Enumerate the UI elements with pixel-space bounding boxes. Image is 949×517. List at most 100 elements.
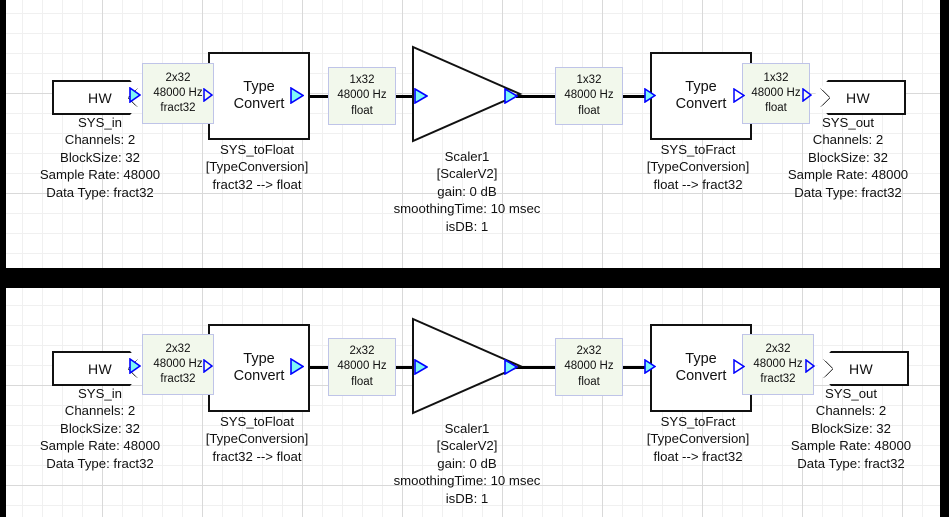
toFloat-input-port[interactable] — [203, 88, 213, 102]
module-scaler1-caption-b-line-4: isDB: 1 — [445, 490, 489, 506]
signal-label-3[interactable]: 1x32 48000 Hz float — [555, 67, 623, 125]
signal-label-2-line-2: float — [351, 104, 373, 117]
signal-label-2-b-line-1: 48000 Hz — [337, 360, 387, 373]
signal-label-1[interactable]: 2x32 48000 Hz fract32 — [142, 63, 214, 124]
module-sys-tofract-caption-b-line-1: [TypeConversion] — [646, 431, 750, 447]
sys-out-caption-line-2: BlockSize: 32 — [808, 149, 888, 165]
signal-label-2-b-line-2: float — [351, 375, 373, 388]
module-sys-tofloat-title-1: Convert — [233, 96, 285, 112]
diagram-canvas-bottom[interactable]: HW SYS_in Channels: 2 BlockSize: 32 Samp… — [6, 288, 940, 517]
signal-label-4-b-line-0: 2x32 — [765, 342, 791, 355]
sys-out-caption-b-line-1: Channels: 2 — [815, 403, 887, 419]
diagram-canvas-top[interactable]: HW SYS_in Channels: 2 BlockSize: 32 Samp… — [6, 0, 940, 268]
toFract-input-port-b[interactable] — [644, 359, 656, 374]
toFract-output-port-b[interactable] — [733, 359, 745, 374]
signal-label-4[interactable]: 1x32 48000 Hz float — [742, 63, 810, 124]
signal-label-2[interactable]: 1x32 48000 Hz float — [328, 67, 396, 125]
sys-out-caption-line-4: Data Type: fract32 — [794, 184, 902, 200]
sys-in-caption-b-line-1: Channels: 2 — [64, 403, 136, 419]
toFloat-output-port[interactable] — [290, 87, 304, 104]
sys-in-caption-line-2: BlockSize: 32 — [60, 149, 140, 165]
sys-in-caption-b-line-2: BlockSize: 32 — [60, 420, 140, 436]
toFract-input-port[interactable] — [644, 88, 656, 103]
signal-label-3-line-1: 48000 Hz — [564, 89, 614, 102]
module-sys-tofloat-title-0: Type — [243, 78, 275, 95]
sys-in-caption-line-4: Data Type: fract32 — [46, 184, 154, 200]
sys-in-caption-line-1: Channels: 2 — [64, 132, 136, 148]
signal-label-4-line-2: float — [765, 102, 787, 115]
signal-label-2-line-0: 1x32 — [349, 74, 375, 87]
sys-out-input-port-b[interactable] — [805, 359, 815, 373]
module-sys-tofloat-caption-line-2: fract32 --> float — [212, 176, 302, 192]
scaler1-input-port-b[interactable] — [414, 359, 428, 375]
sys-in-caption-line-0: SYS_in — [78, 115, 122, 130]
sys-in-caption-b-line-0: SYS_in — [78, 386, 122, 401]
sys-out-block-label: HW — [846, 89, 870, 106]
toFloat-input-port-b[interactable] — [203, 359, 213, 373]
module-sys-tofract-b[interactable]: Type Convert — [650, 324, 752, 412]
signal-label-1-line-2: fract32 — [160, 102, 196, 115]
signal-label-4-line-0: 1x32 — [763, 71, 789, 84]
module-sys-tofract-title-0: Type — [685, 78, 717, 95]
signal-label-3-line-2: float — [578, 104, 600, 117]
module-scaler1-caption-b: Scaler1 [ScalerV2] gain: 0 dB smoothingT… — [356, 420, 578, 507]
signal-label-1-b[interactable]: 2x32 48000 Hz fract32 — [142, 334, 214, 395]
sys-out-caption-b: SYS_out Channels: 2 BlockSize: 32 Sample… — [757, 385, 940, 472]
module-sys-tofract-caption-b-line-2: float --> fract32 — [653, 448, 743, 464]
module-scaler1-caption: Scaler1 [ScalerV2] gain: 0 dB smoothingT… — [356, 148, 578, 235]
signal-label-2-b[interactable]: 2x32 48000 Hz float — [328, 338, 396, 396]
signal-label-4-b-line-1: 48000 Hz — [753, 357, 803, 370]
module-sys-tofract-caption-b: SYS_toFract [TypeConversion] float --> f… — [618, 413, 778, 465]
module-scaler1-caption-line-4: isDB: 1 — [445, 218, 489, 234]
module-scaler1-caption-line-0: Scaler1 — [444, 149, 490, 164]
signal-label-2-line-1: 48000 Hz — [337, 89, 387, 102]
sys-in-block-label-b: HW — [88, 360, 112, 377]
signal-label-4-line-1: 48000 Hz — [751, 86, 801, 99]
sys-out-caption-b-line-3: Sample Rate: 48000 — [790, 438, 912, 454]
sys-out-block-label-b: HW — [849, 360, 873, 377]
signal-label-3-b[interactable]: 2x32 48000 Hz float — [555, 338, 623, 396]
module-scaler1-caption-line-3: smoothingTime: 10 msec — [393, 201, 541, 217]
sys-in-caption: SYS_in Channels: 2 BlockSize: 32 Sample … — [6, 114, 194, 201]
sys-in-output-port[interactable] — [129, 87, 141, 103]
sys-in-caption-line-3: Sample Rate: 48000 — [39, 167, 161, 183]
sys-in-block-label: HW — [88, 89, 112, 106]
sys-out-input-port[interactable] — [802, 88, 812, 102]
module-sys-tofloat-caption-b-line-0: SYS_toFloat — [219, 414, 295, 429]
signal-label-1-line-1: 48000 Hz — [153, 86, 203, 99]
sys-in-caption-b-line-4: Data Type: fract32 — [46, 455, 154, 471]
module-scaler1-caption-line-2: gain: 0 dB — [437, 183, 497, 199]
module-scaler1-caption-b-line-1: [ScalerV2] — [436, 438, 498, 454]
module-scaler1-b[interactable] — [410, 316, 524, 416]
signal-label-1-b-line-0: 2x32 — [165, 342, 191, 355]
sys-in-output-port-b[interactable] — [129, 358, 141, 374]
module-sys-tofract-b-title-1: Convert — [675, 368, 727, 384]
sys-out-caption-b-line-0: SYS_out — [824, 386, 878, 401]
signal-label-4-b[interactable]: 2x32 48000 Hz fract32 — [742, 334, 814, 395]
sys-out-block-b[interactable]: HW — [815, 351, 909, 386]
sys-out-block[interactable]: HW — [812, 80, 906, 115]
module-sys-tofract-caption-b-line-0: SYS_toFract — [660, 414, 736, 429]
toFract-output-port[interactable] — [733, 88, 745, 103]
scaler1-output-port-b[interactable] — [504, 359, 518, 375]
module-scaler1-caption-b-line-2: gain: 0 dB — [437, 455, 497, 471]
sys-in-caption-b-line-3: Sample Rate: 48000 — [39, 438, 161, 454]
module-scaler1-caption-b-line-3: smoothingTime: 10 msec — [393, 473, 541, 489]
signal-label-4-b-line-2: fract32 — [760, 373, 796, 386]
module-scaler1-caption-line-1: [ScalerV2] — [436, 166, 498, 182]
sys-in-caption-b: SYS_in Channels: 2 BlockSize: 32 Sample … — [6, 385, 194, 472]
scaler1-output-port[interactable] — [504, 88, 518, 104]
module-sys-tofract-title-1: Convert — [675, 96, 727, 112]
sys-out-caption-line-1: Channels: 2 — [812, 132, 884, 148]
module-sys-tofloat-caption-b: SYS_toFloat [TypeConversion] fract32 -->… — [177, 413, 337, 465]
module-sys-tofract[interactable]: Type Convert — [650, 52, 752, 140]
signal-label-2-b-line-0: 2x32 — [349, 345, 375, 358]
sys-out-caption-b-line-2: BlockSize: 32 — [811, 420, 891, 436]
module-scaler1[interactable] — [410, 44, 524, 144]
signal-label-1-b-line-2: fract32 — [160, 373, 196, 386]
toFloat-output-port-b[interactable] — [290, 358, 304, 375]
module-sys-tofloat-b-title-0: Type — [243, 350, 275, 367]
scaler1-input-port[interactable] — [414, 88, 428, 104]
module-sys-tofloat-caption-b-line-2: fract32 --> float — [212, 448, 302, 464]
signal-label-1-line-0: 2x32 — [165, 71, 191, 84]
